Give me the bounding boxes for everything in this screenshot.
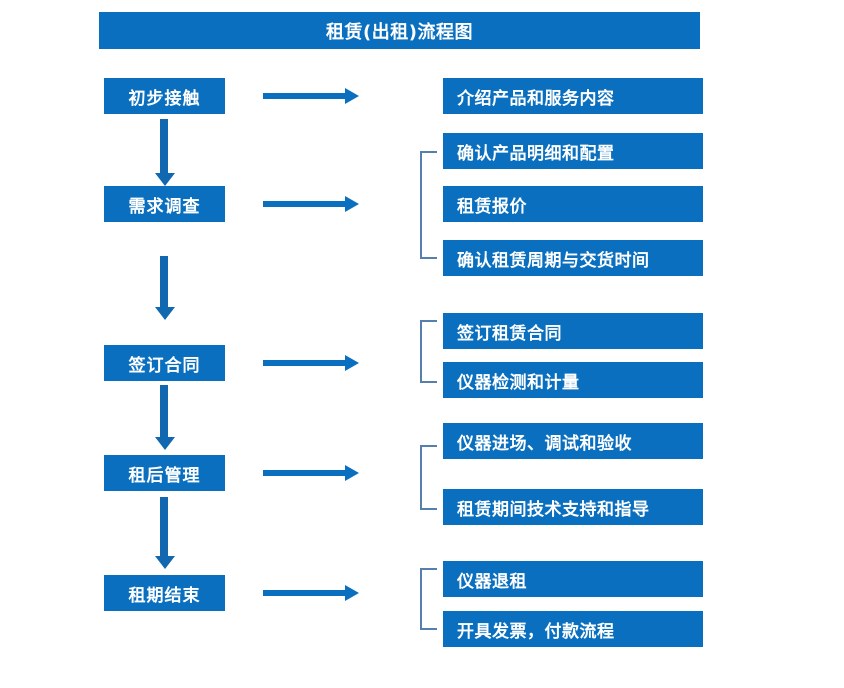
detail-box-intro-products-services[interactable]: 介绍产品和服务内容	[443, 78, 703, 114]
stage-box-lease-end[interactable]: 租期结束	[104, 575, 225, 611]
down-arrow-icon-3	[154, 385, 176, 450]
right-arrow-icon-3	[263, 354, 359, 372]
page-title: 租赁(出租)流程图	[326, 21, 473, 43]
stage-box-sign-contract[interactable]: 签订合同	[104, 345, 225, 381]
stage-label: 签订合同	[128, 355, 201, 376]
detail-label: 仪器退租	[457, 571, 527, 592]
right-arrow-icon-4	[263, 464, 359, 482]
detail-box-instrument-inspection[interactable]: 仪器检测和计量	[443, 362, 703, 398]
detail-box-instrument-onsite-commissioning[interactable]: 仪器进场、调试和验收	[443, 423, 703, 459]
detail-box-confirm-period-delivery[interactable]: 确认租赁周期与交货时间	[443, 240, 703, 276]
group-bracket-demand-survey	[420, 151, 437, 259]
group-bracket-post-rental	[420, 445, 437, 510]
down-arrow-icon-1	[154, 119, 176, 186]
detail-label: 开具发票，付款流程	[457, 621, 615, 642]
stage-label: 初步接触	[128, 88, 201, 109]
detail-box-confirm-product-config[interactable]: 确认产品明细和配置	[443, 133, 703, 169]
stage-box-initial-contact[interactable]: 初步接触	[104, 78, 225, 114]
group-bracket-lease-end	[420, 568, 437, 630]
right-arrow-icon-5	[263, 584, 359, 602]
detail-label: 租赁期间技术支持和指导	[457, 499, 650, 520]
detail-label: 介绍产品和服务内容	[457, 88, 615, 109]
group-bracket-sign-contract	[420, 320, 437, 383]
detail-box-invoice-payment[interactable]: 开具发票，付款流程	[443, 611, 703, 647]
stage-label: 租期结束	[128, 585, 201, 606]
diagram-title-bar: 租赁(出租)流程图	[99, 12, 700, 49]
stage-box-post-rental-management[interactable]: 租后管理	[104, 455, 225, 491]
right-arrow-icon-2	[263, 195, 359, 213]
stage-label: 租后管理	[128, 465, 201, 486]
detail-label: 确认产品明细和配置	[457, 143, 615, 164]
detail-box-sign-rental-contract[interactable]: 签订租赁合同	[443, 313, 703, 349]
down-arrow-icon-4	[154, 497, 176, 569]
detail-label: 租赁报价	[457, 196, 527, 217]
detail-label: 签订租赁合同	[457, 323, 562, 344]
detail-box-instrument-return[interactable]: 仪器退租	[443, 561, 703, 597]
detail-label: 确认租赁周期与交货时间	[457, 250, 650, 271]
detail-label: 仪器检测和计量	[457, 372, 580, 393]
detail-box-technical-support[interactable]: 租赁期间技术支持和指导	[443, 489, 703, 525]
stage-label: 需求调查	[128, 196, 201, 217]
detail-box-rental-quotation[interactable]: 租赁报价	[443, 186, 703, 222]
stage-box-demand-survey[interactable]: 需求调查	[104, 186, 225, 222]
right-arrow-icon-1	[263, 87, 359, 105]
down-arrow-icon-2	[154, 256, 176, 320]
detail-label: 仪器进场、调试和验收	[457, 433, 632, 454]
